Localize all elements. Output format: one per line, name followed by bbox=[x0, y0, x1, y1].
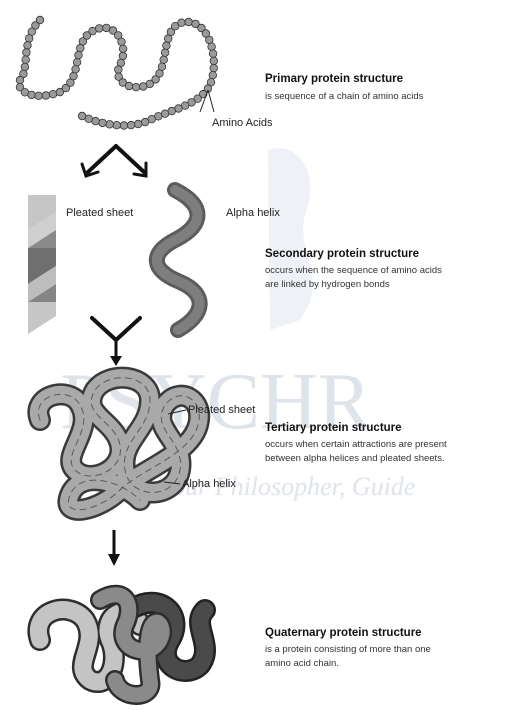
secondary-description-line-2: are linked by hydrogen bonds bbox=[265, 279, 390, 290]
amino-acid-bead bbox=[78, 112, 86, 120]
amino-acid-bead bbox=[209, 71, 217, 79]
amino-acid-bead bbox=[161, 49, 169, 57]
secondary-description-line-1: occurs when the sequence of amino acids bbox=[265, 265, 442, 276]
quaternary-structure bbox=[38, 595, 205, 695]
amino-acid-bead bbox=[115, 66, 123, 74]
alpha-helix bbox=[157, 190, 200, 330]
down-arrow bbox=[108, 530, 120, 566]
amino-acid-bead bbox=[119, 52, 127, 60]
amino-acid-bead bbox=[28, 91, 36, 99]
pleated-sheet bbox=[28, 195, 56, 334]
branch-arrows bbox=[82, 146, 146, 176]
amino-acids-label: Amino Acids bbox=[212, 117, 273, 129]
amino-acid-bead bbox=[178, 19, 186, 27]
amino-acid-bead bbox=[208, 43, 216, 51]
amino-acid-bead bbox=[163, 42, 171, 50]
primary-description: is sequence of a chain of amino acids bbox=[265, 91, 424, 102]
amino-acid-bead bbox=[141, 118, 149, 126]
amino-acid-bead bbox=[209, 50, 217, 58]
quaternary-description-line-2: amino acid chain. bbox=[265, 658, 339, 669]
amino-acid-bead bbox=[70, 72, 78, 80]
amino-acid-bead bbox=[120, 122, 128, 130]
amino-acid-bead bbox=[42, 92, 50, 100]
amino-acid-bead bbox=[125, 82, 133, 90]
amino-acid-bead bbox=[127, 121, 135, 129]
tertiary-pleated-sheet-label: Pleated sheet bbox=[188, 404, 255, 416]
tertiary-alpha-helix-label: Alpha helix bbox=[182, 478, 236, 490]
amino-acid-bead bbox=[25, 35, 33, 43]
amino-acid-bead bbox=[23, 49, 31, 57]
amino-acid-bead bbox=[22, 56, 30, 64]
pleated-sheet-label: Pleated sheet bbox=[66, 207, 133, 219]
amino-acid-bead bbox=[160, 56, 168, 64]
tertiary-description-line-2: between alpha helices and pleated sheets… bbox=[265, 453, 445, 464]
amino-acid-bead bbox=[35, 92, 43, 100]
amino-acid-bead bbox=[72, 65, 80, 73]
amino-acid-bead bbox=[73, 58, 81, 66]
amino-acid-bead bbox=[49, 90, 57, 98]
amino-acid-bead bbox=[134, 120, 142, 128]
amino-acid-chain bbox=[16, 16, 217, 129]
tertiary-description-line-1: occurs when certain attractions are pres… bbox=[265, 439, 447, 450]
amino-acid-bead bbox=[99, 119, 107, 127]
amino-acid-bead bbox=[119, 45, 127, 53]
amino-acid-bead bbox=[210, 57, 218, 65]
quaternary-description-line-1: is a protein consisting of more than one bbox=[265, 644, 431, 655]
amino-acid-bead bbox=[21, 63, 29, 71]
secondary-title: Secondary protein structure bbox=[265, 248, 419, 260]
amino-acid-bead bbox=[106, 121, 114, 129]
amino-acid-bead bbox=[158, 63, 166, 71]
amino-acid-bead bbox=[185, 18, 193, 26]
quaternary-title: Quaternary protein structure bbox=[265, 627, 422, 639]
amino-acid-bead bbox=[132, 83, 140, 91]
alpha-helix-label: Alpha helix bbox=[226, 207, 280, 219]
amino-acid-bead bbox=[75, 51, 83, 59]
amino-acid-bead bbox=[95, 25, 103, 33]
amino-acid-bead bbox=[24, 42, 32, 50]
amino-acid-bead bbox=[113, 121, 121, 129]
amino-acid-bead bbox=[16, 76, 24, 84]
amino-acid-bead bbox=[210, 64, 218, 72]
primary-title: Primary protein structure bbox=[265, 73, 403, 85]
tertiary-title: Tertiary protein structure bbox=[265, 422, 402, 434]
amino-acid-bead bbox=[118, 38, 126, 46]
